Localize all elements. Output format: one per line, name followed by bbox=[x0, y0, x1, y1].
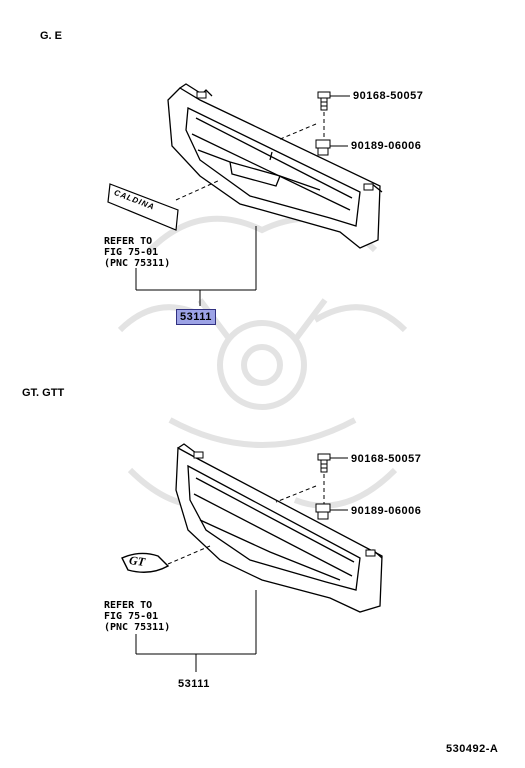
nut-icon-2 bbox=[315, 503, 331, 520]
part-number-53111-highlighted[interactable]: 53111 bbox=[176, 309, 216, 325]
part-label-bolt-2[interactable]: 90168-50057 bbox=[351, 453, 422, 465]
refer-note-2: REFER TO FIG 75-01 (PNC 75311) bbox=[104, 600, 170, 633]
refer-line: FIG 75-01 bbox=[104, 611, 159, 622]
section-heading-1: G. E bbox=[40, 30, 63, 42]
bolt-icon-1 bbox=[317, 91, 331, 111]
clip-2 bbox=[193, 451, 376, 557]
leaders-2 bbox=[135, 457, 348, 672]
emblem-plate-1 bbox=[107, 183, 179, 231]
clip-1 bbox=[196, 91, 374, 191]
part-label-bolt-1[interactable]: 90168-50057 bbox=[353, 90, 424, 102]
emblem-gt-text: GT bbox=[128, 552, 146, 570]
leaders-1 bbox=[135, 95, 350, 306]
refer-line: REFER TO bbox=[104, 600, 153, 611]
gt-emblem-2 bbox=[121, 552, 170, 573]
grille-1 bbox=[167, 83, 383, 249]
refer-note-1: REFER TO FIG 75-01 (PNC 75311) bbox=[104, 236, 170, 269]
refer-line: (PNC 75311) bbox=[104, 622, 171, 633]
part-label-nut-1[interactable]: 90189-06006 bbox=[351, 140, 422, 152]
refer-line: (PNC 75311) bbox=[104, 258, 171, 269]
part-label-nut-2[interactable]: 90189-06006 bbox=[351, 505, 422, 517]
nut-icon-1 bbox=[315, 139, 331, 156]
figure-code: 530492-A bbox=[446, 743, 499, 755]
bolt-icon-2 bbox=[317, 453, 331, 473]
refer-line: REFER TO bbox=[104, 236, 153, 247]
grille-2 bbox=[175, 443, 383, 613]
refer-line: FIG 75-01 bbox=[104, 247, 159, 258]
section-heading-2: GT. GTT bbox=[22, 387, 65, 399]
part-number-53111[interactable]: 53111 bbox=[178, 678, 210, 690]
